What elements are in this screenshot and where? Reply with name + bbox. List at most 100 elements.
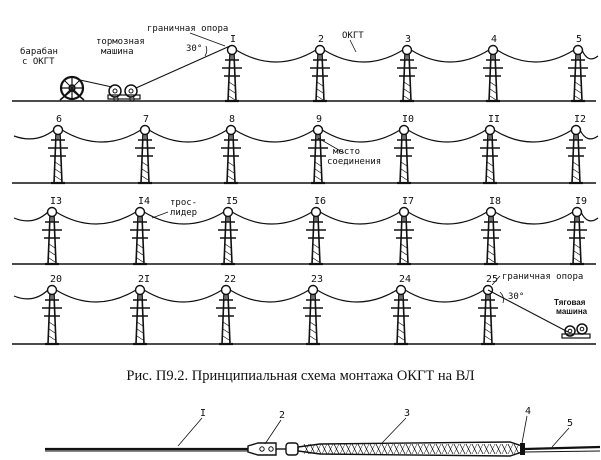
cable-span [229,289,310,303]
tower-number: 22 [224,274,236,285]
cable-span [493,129,573,143]
drum-label-line1: барабан [20,46,58,57]
leader-label-line1: трос- [170,198,197,208]
cable-span [13,289,49,300]
joint-pointer [317,137,345,154]
detail-leader [177,417,203,447]
tower-number: I8 [489,196,501,207]
cable-span [316,289,398,303]
tower [483,44,503,103]
okgt-pointer [349,39,357,53]
boundary-label-top: граничная опора [147,24,228,34]
detail-marker: I [200,408,206,419]
tower-number: 6 [56,114,62,125]
tower [481,206,501,266]
cable-detail [45,441,601,457]
tower [303,284,323,346]
boundary-pointer-top [189,32,226,47]
tower [221,124,241,185]
leader-pointer [151,211,169,219]
coupling [285,442,299,456]
angle-arc-top [204,45,208,57]
cable-span [143,289,223,303]
cable-span [407,129,487,143]
tower-number: II [488,114,500,125]
cable-span [143,211,225,225]
detail-leader [381,417,407,444]
tower [135,124,155,185]
tower [394,206,414,266]
tower-number: I7 [402,196,414,207]
cable-span [61,129,142,143]
tower-number: I2 [574,114,586,125]
puller-label-line2: машина [556,307,588,316]
tower [222,44,242,103]
brake-to-tower-cable [135,45,231,89]
leader-label-line2: лидер [170,208,197,218]
tower-number: 2 [318,34,324,45]
tower [306,206,326,266]
cable-span [579,129,599,140]
stocking-grip [297,441,523,457]
tower-number: I9 [575,196,587,207]
tower-number: I5 [226,196,238,207]
cable-span [13,129,55,140]
tower-number: 20 [50,274,62,285]
drum-label-line2: с ОКГТ [22,57,55,67]
cable-span [55,289,137,303]
cable-span [581,49,599,60]
drum-to-brake-cable [79,79,113,88]
tower-number: I0 [402,114,414,125]
tower-number: I3 [50,196,62,207]
cable-span [404,289,485,303]
okgt-label: ОКГТ [342,31,364,41]
tower-to-puller-cable [487,289,569,333]
tower-number: 23 [311,274,323,285]
tower [216,284,236,346]
cable-layer [13,49,599,303]
tower-number: 25 [486,274,498,285]
cable-drum [59,75,85,101]
tower-number: I4 [138,196,150,207]
tower [42,206,62,266]
detail-marker: 5 [567,418,573,429]
detail-marker: 3 [404,408,410,419]
cable-span [148,129,228,143]
grip-hatch [303,443,520,455]
tower [48,124,68,185]
cable-span [319,211,401,225]
tower [218,206,238,266]
swivel-connector [247,442,277,456]
cable-span [55,211,137,225]
cable-span [410,49,490,63]
grip-clamp [520,443,525,455]
angle-arc-bottom [499,291,504,304]
tower [310,44,330,103]
puller-label-line1: Тяговая [554,298,586,307]
brake-label-line1: тормозная [96,37,145,47]
tower-number: 4 [491,34,497,45]
tower [130,284,150,346]
tower [397,44,417,103]
tower [568,44,588,103]
pulling-machine [561,323,591,339]
tower-number: I6 [314,196,326,207]
tower-number: 7 [143,114,149,125]
tower-number: 8 [229,114,235,125]
figure-caption: Рис. П9.2. Принципиальная схема монтажа … [126,368,475,384]
angle-label-bottom: 30° [508,292,524,302]
detail-leader [551,427,570,448]
cable-span [231,211,313,225]
tower [308,124,328,185]
brake-label-line2: машина [101,47,134,57]
boundary-label-bottom: граничная опора [502,272,583,282]
cable-span [407,211,488,225]
tower-number: 24 [399,274,411,285]
cable-span [494,211,574,225]
detail-marker: 4 [525,406,531,417]
tower [42,284,62,346]
angle-label-top: 30° [186,44,202,54]
